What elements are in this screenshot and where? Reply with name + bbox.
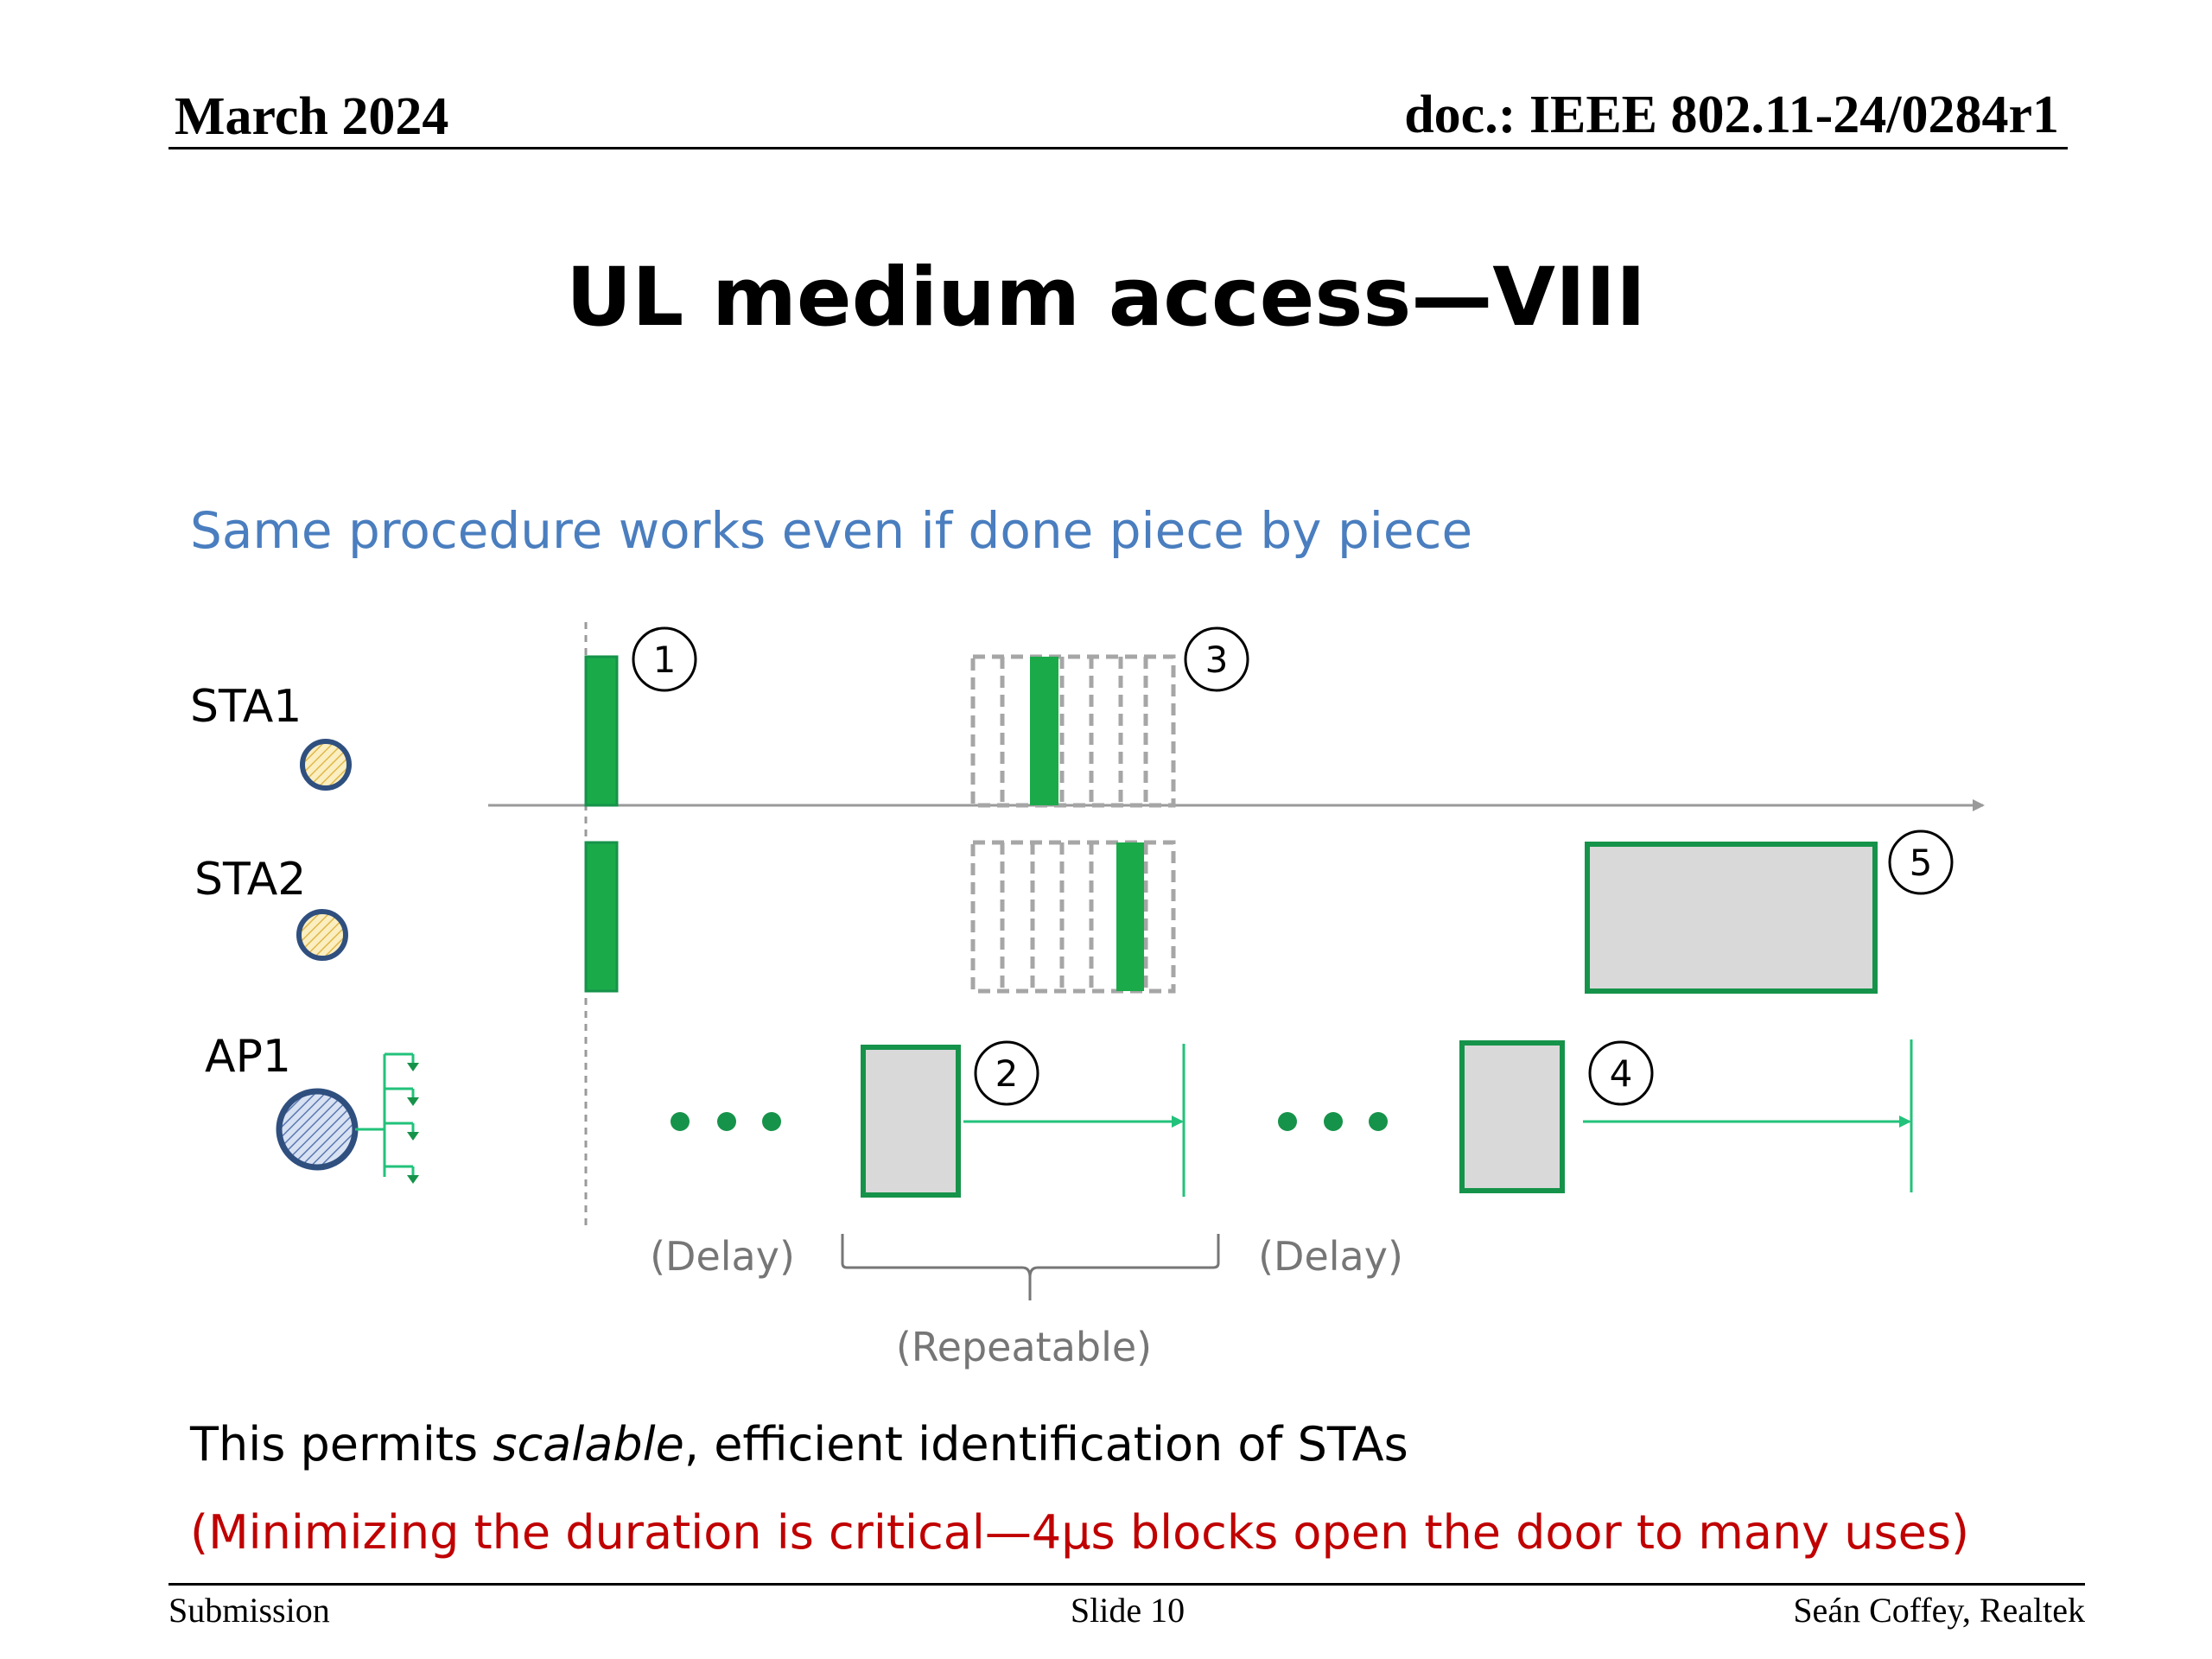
- ap1-antenna-icon: [276, 1052, 419, 1184]
- row-label-sta1: STA1: [190, 681, 302, 733]
- body-line-1: This permits scalable, efficient identif…: [190, 1417, 1408, 1471]
- slide-subtitle: Same procedure works even if done piece …: [190, 501, 1473, 560]
- svg-text:3: 3: [1205, 639, 1229, 681]
- body-line-2: (Minimizing the duration is critical—4μs…: [190, 1505, 1970, 1560]
- sta2-data-block-step5: [1585, 842, 1878, 994]
- slide-title: UL medium access—VIII: [566, 251, 1646, 345]
- sta2-dashed-slot-group: [970, 840, 1176, 994]
- row-label-ap1: AP1: [205, 1031, 291, 1083]
- ap1-block-step2: [861, 1045, 961, 1198]
- sta1-dashed-slot-group: [970, 654, 1176, 808]
- svg-text:5: 5: [1910, 842, 1933, 884]
- step-2-marker: 2: [974, 1040, 1039, 1106]
- ap1-ellipsis-2: [1278, 1112, 1388, 1131]
- body-line-1-post: , efficient identification of STAs: [683, 1417, 1408, 1471]
- repeatable-label: (Repeatable): [896, 1324, 1152, 1370]
- footer-author: Seán Coffey, Realtek: [1793, 1591, 2085, 1630]
- ap1-block-step4: [1459, 1040, 1565, 1193]
- sta2-selected-slot-step3: [1116, 842, 1144, 991]
- sta2-slot-step1: [584, 841, 619, 993]
- footer-slide-number: Slide 10: [1070, 1591, 1185, 1630]
- sta2-node-icon: [296, 909, 348, 961]
- sta1-selected-slot-step3: [1030, 657, 1058, 805]
- body-line-1-emphasis: scalable: [493, 1417, 684, 1471]
- sta1-node-icon: [300, 739, 352, 791]
- footer-left: Submission: [168, 1591, 330, 1630]
- svg-text:1: 1: [653, 639, 677, 681]
- svg-text:2: 2: [995, 1052, 1019, 1095]
- delay-label-1: (Delay): [650, 1233, 795, 1280]
- row-label-sta2: STA2: [194, 854, 306, 906]
- header-doc-id: doc.: IEEE 802.11-24/0284r1: [1404, 86, 2059, 144]
- svg-text:4: 4: [1610, 1052, 1633, 1095]
- sta1-slot-step1: [584, 655, 619, 807]
- footer-divider: [168, 1583, 2085, 1586]
- delay-label-2: (Delay): [1258, 1233, 1403, 1280]
- step-5-marker: 5: [1888, 830, 1954, 895]
- ap1-ellipsis-1: [671, 1112, 781, 1131]
- header-divider: [168, 147, 2068, 149]
- step-3-marker: 3: [1184, 626, 1249, 692]
- step-4-marker: 4: [1588, 1040, 1654, 1106]
- header-date: March 2024: [175, 87, 449, 146]
- step-1-marker: 1: [632, 626, 697, 692]
- body-line-1-pre: This permits: [190, 1417, 493, 1471]
- repeatable-brace: [841, 1234, 1220, 1300]
